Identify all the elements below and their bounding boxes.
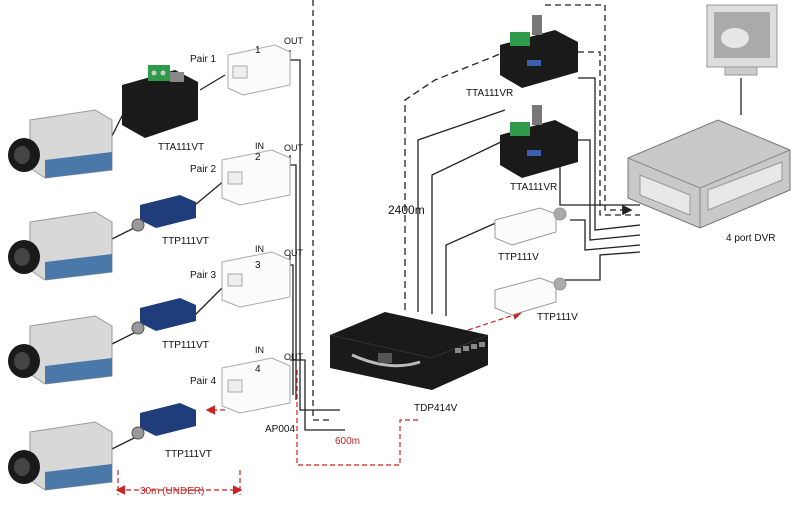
label-pair-3: Pair 3 bbox=[190, 270, 217, 281]
ttp-red-run bbox=[467, 310, 523, 331]
label-pair-2: Pair 2 bbox=[190, 164, 217, 175]
tta111vt-device bbox=[122, 65, 198, 138]
label-ap004: AP004 bbox=[265, 424, 295, 435]
monitor bbox=[706, 4, 778, 76]
label-out-2: OUT bbox=[284, 143, 304, 153]
tx3-to-ap bbox=[194, 284, 226, 316]
label-out-1: OUT bbox=[284, 36, 304, 46]
dvr-dashed-top bbox=[545, 4, 633, 216]
tx2-to-ap bbox=[194, 179, 226, 206]
dvr-run-6 bbox=[555, 164, 640, 206]
label-in-2: IN bbox=[255, 141, 264, 151]
dvr-run-1 bbox=[578, 51, 640, 216]
label-pair-4: Pair 4 bbox=[190, 376, 217, 387]
label-tta111vr-1: TTA111VR bbox=[466, 88, 513, 99]
ttp111vt-device-3 bbox=[131, 298, 196, 335]
label-dvr: 4 port DVR bbox=[726, 233, 775, 244]
label-out-4: OUT bbox=[284, 352, 304, 362]
dashed-run-pair1 bbox=[312, 0, 332, 421]
label-tta111vt: TTA111VT bbox=[158, 142, 204, 153]
ap004-module-4 bbox=[221, 357, 291, 414]
tdp414v-device bbox=[329, 312, 489, 390]
label-ttp111vt-2: TTP111VT bbox=[162, 236, 209, 247]
dvr-run-4 bbox=[570, 219, 641, 251]
label-out-3: OUT bbox=[284, 248, 304, 258]
text-labels: Pair 1 Pair 2 Pair 3 Pair 4 1 2 3 4 OUT … bbox=[140, 36, 775, 497]
label-pair-1: Pair 1 bbox=[190, 54, 217, 65]
ap004-module-2 bbox=[221, 149, 291, 206]
ttp111vt-device-4 bbox=[131, 403, 196, 440]
label-in-4: IN bbox=[255, 345, 264, 355]
label-2400m: 2400m bbox=[388, 203, 425, 217]
label-ttp111vt-4: TTP111VT bbox=[165, 449, 212, 460]
ttp111v-device-1 bbox=[494, 207, 567, 246]
camera-2 bbox=[8, 211, 113, 281]
tta111vr-device-1 bbox=[500, 15, 578, 88]
port-number-3: 3 bbox=[255, 260, 261, 271]
label-ttp111v-2: TTP111V bbox=[537, 312, 578, 323]
run-2400-dashed bbox=[404, 51, 506, 310]
dvr-run-5 bbox=[565, 251, 641, 281]
run-2400-a bbox=[417, 109, 506, 312]
run-to-ttp-1 bbox=[445, 221, 499, 316]
dvr-device bbox=[627, 119, 791, 229]
label-ttp111v-1: TTP111V bbox=[498, 252, 539, 263]
label-ttp111vt-3: TTP111VT bbox=[162, 340, 209, 351]
ap004-module-3 bbox=[221, 251, 291, 308]
run-2400-b bbox=[431, 139, 506, 314]
label-30m-under: 30m (UNDER) bbox=[140, 486, 204, 497]
label-in-3: IN bbox=[255, 244, 264, 254]
port-number-2: 2 bbox=[255, 152, 261, 163]
ttp111vt-device-2 bbox=[131, 195, 196, 232]
red-dashed-marks bbox=[115, 310, 523, 495]
tta111vr-device-2 bbox=[500, 105, 578, 178]
ap004-module-1 bbox=[227, 44, 291, 96]
camera-4 bbox=[8, 421, 113, 491]
label-600m: 600m bbox=[335, 436, 360, 447]
ttp111v-device-2 bbox=[494, 277, 567, 316]
tx1-to-ap bbox=[199, 74, 226, 91]
label-tdp414v: TDP414V bbox=[414, 403, 458, 414]
pair4-red-run bbox=[296, 370, 420, 466]
dvr-run-3 bbox=[578, 139, 641, 241]
camera-1 bbox=[8, 109, 113, 179]
port-number-4: 4 bbox=[255, 364, 261, 375]
run-pair4-out bbox=[290, 359, 345, 431]
camera-3 bbox=[8, 315, 113, 385]
label-tta111vr-2: TTA111VR bbox=[510, 182, 557, 193]
dvr-run-2 bbox=[578, 77, 641, 231]
port-number-1: 1 bbox=[255, 45, 261, 56]
